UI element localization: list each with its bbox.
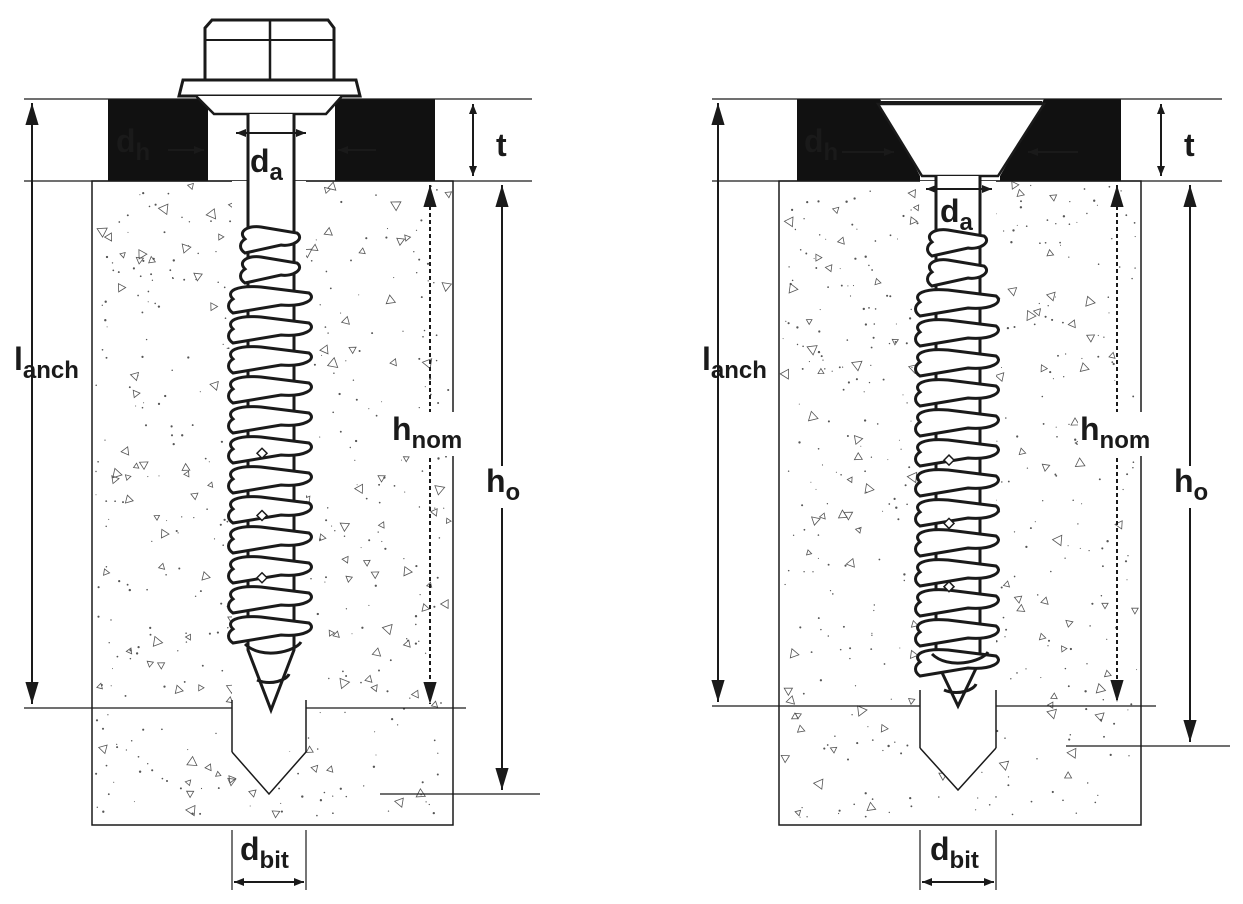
- countersunk-anchor-diagram: dh da t lanch hnom ho dbit: [702, 98, 1230, 890]
- hex-head: [177, 18, 362, 116]
- label-lanch: lanch: [702, 341, 767, 384]
- label-dh: dh: [804, 123, 838, 166]
- countersunk-head: [875, 101, 1047, 178]
- label-dh: dh: [116, 123, 150, 166]
- fixture-plate-right: [1000, 99, 1121, 181]
- hex-head-anchor-diagram: dh da t lanch hnom ho dbit: [14, 18, 540, 890]
- screw-body: [227, 114, 313, 715]
- fixture-plate-right: [335, 99, 435, 181]
- label-ho: ho: [1174, 463, 1208, 506]
- label-t: t: [496, 127, 507, 163]
- fixture-plate-left: [108, 99, 208, 181]
- label-ho: ho: [486, 463, 520, 506]
- label-da: da: [940, 193, 974, 236]
- label-hnom: hnom: [392, 411, 462, 454]
- screw-body: [914, 176, 1000, 710]
- label-hnom: hnom: [1080, 411, 1150, 454]
- label-dbit: dbit: [930, 831, 979, 874]
- label-t: t: [1184, 127, 1195, 163]
- label-dbit: dbit: [240, 831, 289, 874]
- label-da: da: [250, 143, 284, 186]
- label-lanch: lanch: [14, 341, 79, 384]
